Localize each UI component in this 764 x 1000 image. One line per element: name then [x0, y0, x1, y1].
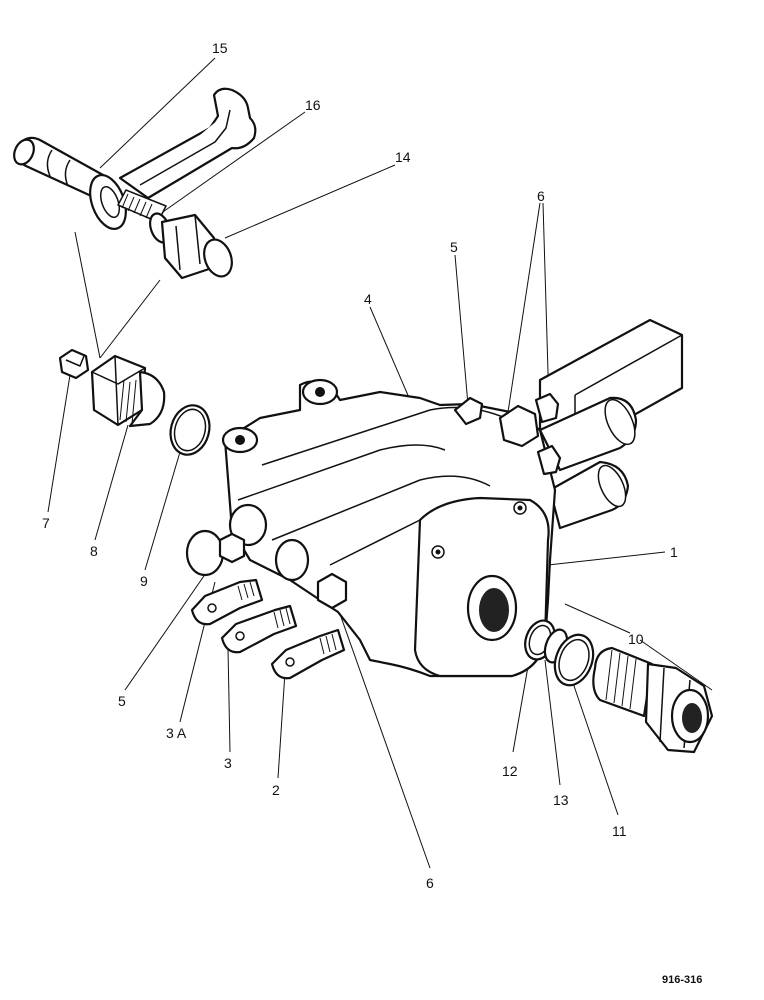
oring-11-inner — [558, 638, 590, 682]
shaft-step — [46, 149, 53, 177]
end-face-bolt-2-hole — [435, 549, 441, 555]
top-boss-right-hole — [315, 387, 325, 397]
callout-labels: 15 16 14 6 5 4 1 7 8 9 10 5 3 A 3 2 12 1… — [42, 40, 678, 891]
leader-5-top — [454, 254, 469, 406]
callout-12: 12 — [502, 763, 518, 779]
clevis-3 — [220, 604, 298, 654]
callout-7: 7 — [42, 515, 50, 531]
spool-cap-4 — [316, 572, 348, 610]
section-ridge-4 — [329, 519, 421, 566]
callout-3A: 3 A — [166, 725, 187, 741]
plug-8-threads — [119, 379, 137, 425]
top-fitting-6b — [534, 392, 560, 424]
control-valve-body — [185, 318, 684, 680]
top-adjuster-5 — [453, 396, 484, 426]
leader-lines — [47, 57, 713, 869]
lever-handle-ridge — [139, 109, 231, 186]
small-fitting-7-face — [65, 355, 85, 367]
rod-threads — [121, 193, 153, 219]
callout-3: 3 — [224, 755, 232, 771]
leader-8 — [94, 424, 129, 541]
leader-1 — [547, 551, 666, 566]
left-parts — [58, 348, 211, 456]
top-boss-left-hole — [235, 435, 245, 445]
washer-15-inner — [99, 185, 121, 219]
port-opening-thread — [479, 588, 509, 632]
spool-cap-1 — [185, 529, 225, 577]
plug-8-face — [91, 355, 146, 426]
leader-14 — [224, 164, 396, 239]
spring-3 — [273, 607, 291, 629]
clevis-2-hole — [285, 657, 295, 667]
rear-spool-upper-end — [604, 398, 636, 446]
callout-8: 8 — [90, 543, 98, 559]
leader-6-top-a — [507, 202, 541, 413]
callout-6-top: 6 — [537, 188, 545, 204]
lever-handle — [118, 87, 257, 200]
callout-9: 9 — [140, 573, 148, 589]
nut-14-end — [203, 238, 233, 278]
callout-14: 14 — [395, 149, 411, 165]
plug-8-thread — [128, 370, 166, 428]
clevis-3-hole — [235, 631, 245, 641]
reference-number: 916-316 — [662, 974, 702, 986]
rear-spool-lower-end — [597, 464, 627, 508]
callout-13: 13 — [553, 792, 569, 808]
end-face-bolt-1-hole — [517, 505, 523, 511]
plug-8 — [90, 354, 147, 427]
shaft-step-2 — [64, 159, 71, 187]
callout-4: 4 — [364, 291, 372, 307]
leader-16 — [159, 111, 306, 215]
adapter-10-bore — [682, 703, 702, 733]
clevis-3A-hole — [207, 603, 217, 613]
leader-10b — [639, 639, 713, 691]
leader-15 — [99, 57, 216, 169]
leader-11 — [571, 679, 619, 816]
callout-2: 2 — [272, 782, 280, 798]
port-fittings — [524, 619, 714, 754]
clevis-3A — [190, 578, 264, 626]
leader-6-bottom — [334, 599, 431, 869]
section-ridge-3 — [271, 475, 491, 541]
leader-9 — [144, 451, 181, 571]
leader-7 — [47, 374, 71, 513]
adapter-10-threads — [605, 649, 637, 710]
spool-cap-3 — [274, 538, 310, 582]
handle-assembly — [13, 87, 257, 280]
front-nut-5 — [218, 532, 246, 564]
shaft-end — [13, 138, 35, 166]
leader-10 — [564, 603, 631, 634]
section-ridge-2 — [237, 444, 446, 501]
leader-12 — [512, 654, 531, 753]
leader-assembly-a — [74, 231, 101, 359]
spool-cap-2 — [228, 503, 268, 547]
callout-1: 1 — [670, 544, 678, 560]
leader-4 — [369, 306, 411, 401]
callout-15: 15 — [212, 40, 228, 56]
callout-6-bottom: 6 — [426, 875, 434, 891]
leader-5-left — [124, 559, 216, 691]
callout-11: 11 — [612, 823, 627, 839]
callout-5-top: 5 — [450, 239, 458, 255]
spring-3A — [237, 581, 255, 601]
leader-assembly-b — [99, 279, 161, 359]
side-fitting — [536, 444, 562, 476]
callout-10: 10 — [628, 631, 644, 647]
nut-14-face — [175, 214, 201, 271]
leader-2 — [277, 671, 286, 779]
top-fitting-6a — [498, 404, 540, 448]
spring-2 — [319, 633, 337, 655]
oring-9-inner — [173, 408, 207, 452]
callout-16: 16 — [305, 97, 321, 113]
callout-5-left: 5 — [118, 693, 126, 709]
adapter-10-thread — [592, 646, 654, 718]
leader-3 — [227, 647, 231, 753]
leader-13 — [544, 659, 561, 786]
